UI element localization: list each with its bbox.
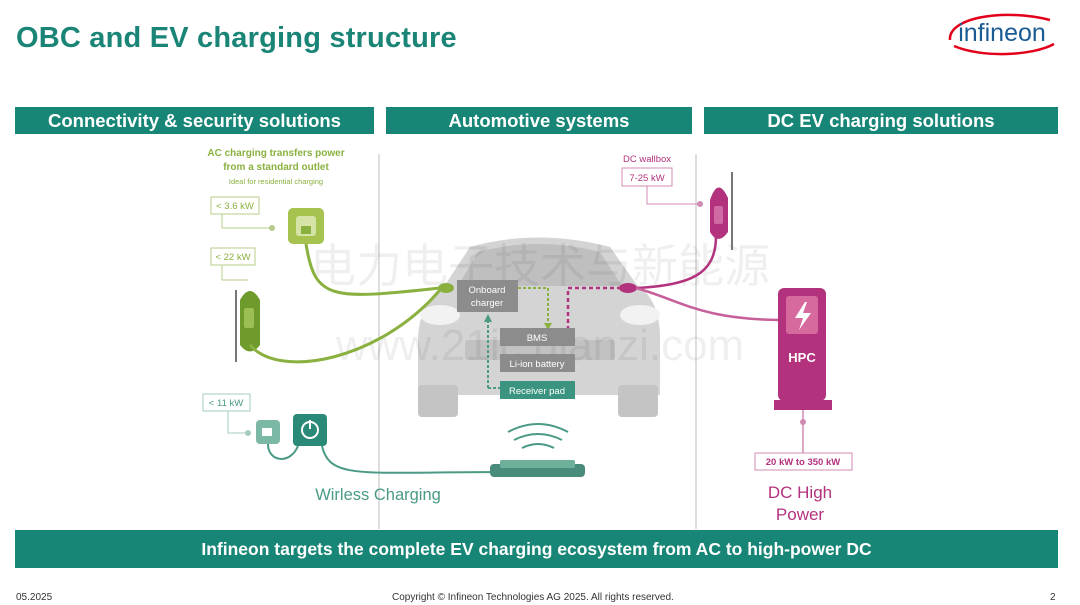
power-wallbox-label: < 22 kW <box>215 252 250 263</box>
footer-copyright: Copyright © Infineon Technologies AG 202… <box>392 592 674 603</box>
power-wireless-label: < 11 kW <box>209 398 243 409</box>
power-box-hpc <box>754 452 853 471</box>
cable-wireless-a <box>267 443 299 460</box>
dc-wallbox-icon <box>710 172 733 250</box>
hpc-label: HPC <box>788 350 816 365</box>
dc-plug <box>619 283 637 293</box>
receiver-label: Receiver pad <box>509 386 565 397</box>
battery-label: Li-ion battery <box>510 359 565 370</box>
cable-outlet <box>304 243 441 296</box>
wireless-pad-icon <box>490 460 585 477</box>
page-number: 2 <box>1050 592 1056 603</box>
hpc-station-icon <box>774 288 832 410</box>
wireless-label: Wirless Charging <box>315 486 441 504</box>
power-box-wallbox <box>210 247 256 266</box>
cable-wallbox <box>248 289 442 364</box>
wireless-signal-icon <box>507 423 569 449</box>
cable-wireless-b <box>321 445 506 474</box>
power-outlet-label: < 3.6 kW <box>216 201 254 212</box>
power-button-icon <box>293 414 327 446</box>
section-header-connectivity: Connectivity & security solutions <box>15 107 374 134</box>
logo-arc <box>948 13 1051 41</box>
cable-hpc <box>635 286 786 322</box>
wall-outlet-icon <box>288 208 324 244</box>
section-header-dc-charging: DC EV charging solutions <box>704 107 1058 134</box>
section-header-automotive: Automotive systems <box>386 107 692 134</box>
bottom-banner: Infineon targets the complete EV chargin… <box>15 530 1058 568</box>
dc-wallbox-power: 7-25 kW <box>629 173 664 184</box>
infineon-logo: infineon <box>948 13 1055 56</box>
cable-dc-wallbox <box>635 235 718 290</box>
flow-dc-dashed <box>566 286 628 340</box>
car-silhouette <box>418 237 660 417</box>
ac-plug <box>438 283 454 293</box>
ac-note-line1: AC charging transfers power <box>207 148 344 159</box>
power-box-wireless <box>202 393 251 412</box>
hpc-power: 20 kW to 350 kW <box>766 457 840 468</box>
onboard-line2: charger <box>471 298 503 309</box>
battery-box <box>500 354 575 372</box>
logo-arc-bottom <box>953 42 1055 56</box>
bms-box <box>500 328 575 346</box>
bms-label: BMS <box>527 333 548 344</box>
footer-date: 05.2025 <box>16 592 53 603</box>
ac-wallbox-icon <box>235 290 260 362</box>
dc-wallbox-label: DC wallbox <box>623 154 671 165</box>
power-box-outlet <box>210 196 260 215</box>
flow-green-right <box>518 287 549 327</box>
onboard-line1: Onboard <box>469 285 506 296</box>
logo-text: infineon <box>958 19 1046 47</box>
wireless-outlet-icon <box>256 420 280 444</box>
watermark-line1: 电力电子技术与新能源 <box>310 240 770 292</box>
dc-caption-line1: DC High <box>768 483 832 502</box>
ac-note-sub: Ideal for residential charging <box>229 177 323 186</box>
slide-title: OBC and EV charging structure <box>16 22 457 54</box>
receiver-pad-box <box>500 381 575 399</box>
onboard-charger-box <box>457 280 518 312</box>
dc-caption-line2: Power <box>776 505 825 524</box>
ac-note-line2: from a standard outlet <box>223 162 329 173</box>
